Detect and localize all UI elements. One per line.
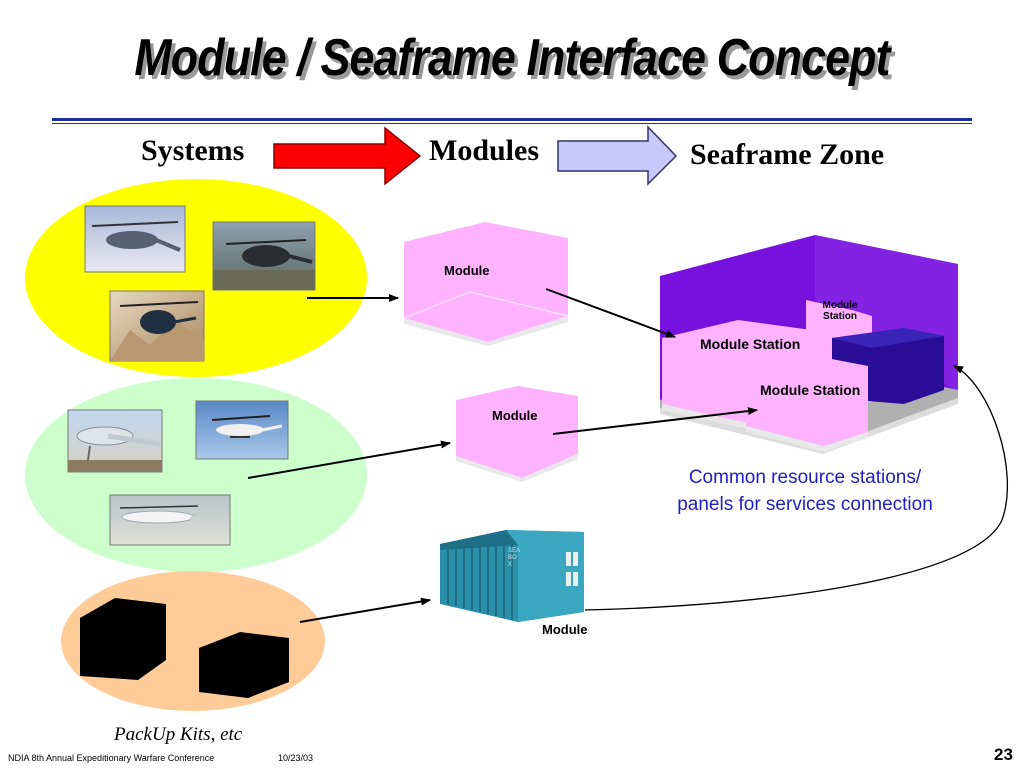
- modules-label: Modules: [429, 134, 540, 167]
- footer-date: 10/23/03: [278, 753, 314, 763]
- module-station-2-label: Module Station: [760, 382, 861, 398]
- packup-kits-label: PackUp Kits, etc: [114, 724, 243, 745]
- module-top-to-station-arrow: [545, 288, 676, 338]
- uav-photo-3: [109, 494, 231, 546]
- helicopter-photo-2: [212, 221, 316, 291]
- services-caption-line2: panels for services connection: [677, 494, 933, 515]
- modules-to-seaframe-arrow: [557, 125, 678, 186]
- services-caption-line1: Common resource stations/: [688, 467, 922, 488]
- systems-to-modules-arrow: [273, 126, 422, 186]
- uav-photo-2: [195, 400, 289, 460]
- container-module-label: Module: [542, 622, 588, 637]
- packup-to-container-arrow: [299, 597, 431, 623]
- packup-kit-box-1: [80, 598, 166, 680]
- uav-photo-1: [67, 409, 163, 473]
- module-station-1-label: Module Station: [700, 336, 801, 352]
- title-rule: [52, 118, 972, 121]
- helicopter-photo-3: [109, 290, 205, 362]
- container-stencil: SEA BOX: [508, 548, 520, 568]
- systems-label: Systems: [141, 134, 245, 167]
- services-caption: Common resource stations/ panels for ser…: [638, 464, 972, 518]
- shipping-container: [440, 530, 584, 622]
- page-number: 23: [994, 745, 1013, 764]
- module-box-top: [403, 222, 569, 346]
- slide-title: Module / Seaframe Interface Concept: [134, 29, 890, 87]
- module-top-label: Module: [444, 263, 490, 278]
- module-station-2: [746, 356, 868, 452]
- footer-conference: NDIA 8th Annual Expeditionary Warfare Co…: [8, 753, 215, 763]
- seaframe-zone-label: Seaframe Zone: [690, 138, 885, 171]
- helicopter-photo-1: [84, 205, 186, 273]
- module-station-small-label: Module Station: [822, 300, 858, 322]
- module-middle-label: Module: [492, 408, 538, 423]
- module-box-middle: [456, 386, 578, 482]
- module-middle-to-station-arrow: [552, 407, 758, 435]
- container-to-panel-curve: [584, 365, 1009, 611]
- title-rule-thin: [52, 123, 972, 124]
- unmanned-to-module-arrow: [247, 440, 451, 479]
- packup-kit-box-2: [199, 632, 289, 698]
